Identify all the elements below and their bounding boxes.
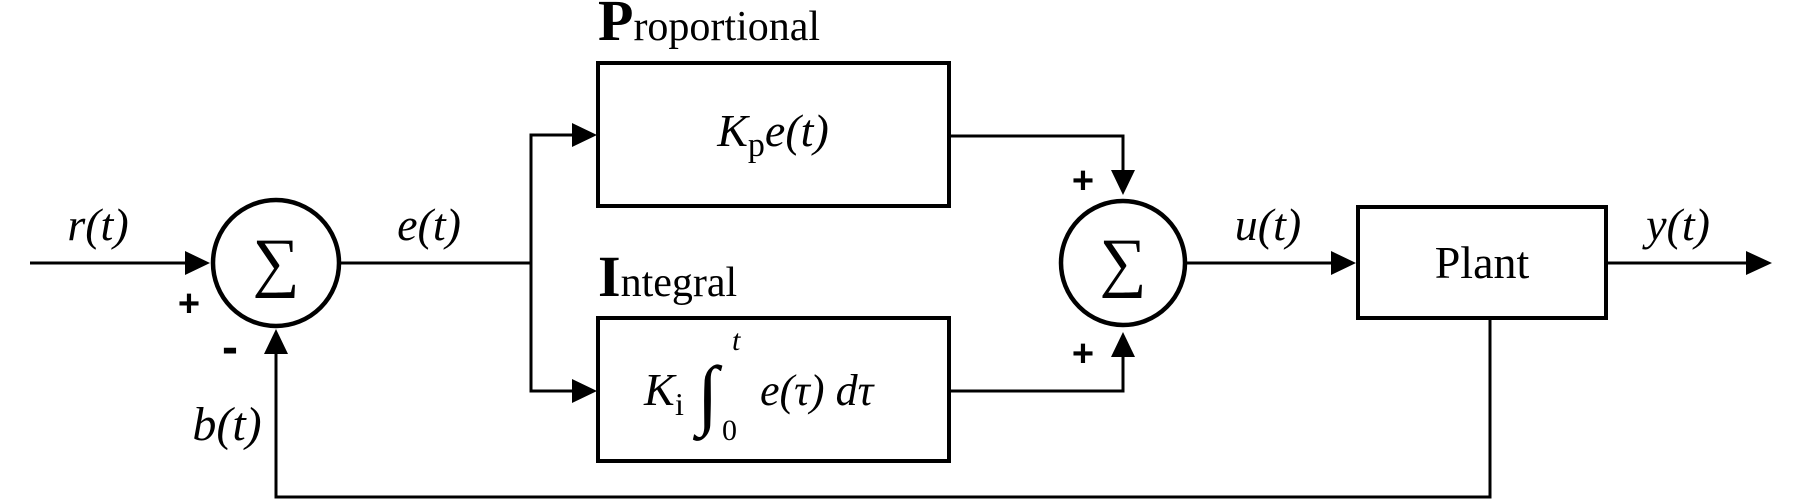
reference-arrowhead bbox=[185, 251, 210, 275]
error-summing-junction bbox=[210, 197, 342, 329]
plant-block bbox=[1356, 205, 1608, 320]
output-signal-label: y(t) bbox=[1642, 199, 1710, 250]
proportional-title-rest: roportional bbox=[633, 4, 820, 50]
integral-lower-limit: 0 bbox=[722, 414, 737, 447]
control-signal-label: u(t) bbox=[1235, 199, 1301, 250]
error-signal-label: e(t) bbox=[397, 199, 461, 250]
proportional-output-line bbox=[950, 134, 1125, 172]
proportional-expression: Kpe(t) bbox=[716, 105, 829, 164]
controller-sum-plus-bottom: + bbox=[1072, 333, 1094, 375]
integral-output-line bbox=[950, 355, 1125, 393]
integral-integrand: e(τ) dτ bbox=[760, 366, 876, 415]
controller-summing-junction bbox=[1058, 198, 1188, 328]
proportional-input-arrowhead bbox=[572, 123, 597, 147]
feedback-signal-label: b(t) bbox=[192, 398, 261, 451]
proportional-to-sum-arrowhead bbox=[1111, 170, 1135, 195]
reference-signal-label: r(t) bbox=[67, 199, 128, 250]
controller-sum-symbol: ∑ bbox=[1099, 226, 1146, 299]
integral-title: Integral bbox=[598, 244, 737, 309]
proportional-block bbox=[596, 61, 951, 208]
controller-sum-plus-top: + bbox=[1072, 160, 1094, 202]
branch-to-integral bbox=[529, 263, 573, 393]
error-sum-plus-sign: + bbox=[178, 283, 200, 325]
integral-title-initial: I bbox=[598, 244, 621, 309]
feedback-line bbox=[274, 318, 1492, 499]
proportional-gain-subscript: p bbox=[748, 127, 765, 164]
error-sum-minus-sign: - bbox=[222, 321, 238, 374]
proportional-error-term: e(t) bbox=[765, 105, 829, 156]
integral-input-arrowhead bbox=[572, 379, 597, 403]
branch-to-proportional bbox=[529, 133, 573, 263]
integral-title-rest: ntegral bbox=[621, 260, 738, 306]
integral-to-sum-arrowhead bbox=[1111, 332, 1135, 357]
integral-gain-symbol: K bbox=[643, 364, 677, 415]
proportional-gain-symbol: K bbox=[716, 105, 750, 156]
feedback-arrowhead bbox=[264, 329, 288, 354]
plant-label: Plant bbox=[1435, 237, 1530, 288]
integral-upper-limit: t bbox=[732, 324, 741, 357]
control-signal-arrowhead bbox=[1331, 251, 1356, 275]
proportional-title: Proportional bbox=[598, 0, 820, 53]
integral-gain-subscript: i bbox=[675, 386, 684, 422]
error-sum-symbol: ∑ bbox=[252, 226, 299, 299]
proportional-title-initial: P bbox=[598, 0, 633, 53]
integral-sign-icon: ∫ bbox=[692, 350, 723, 441]
output-arrowhead bbox=[1746, 251, 1772, 275]
integral-block bbox=[596, 316, 951, 463]
